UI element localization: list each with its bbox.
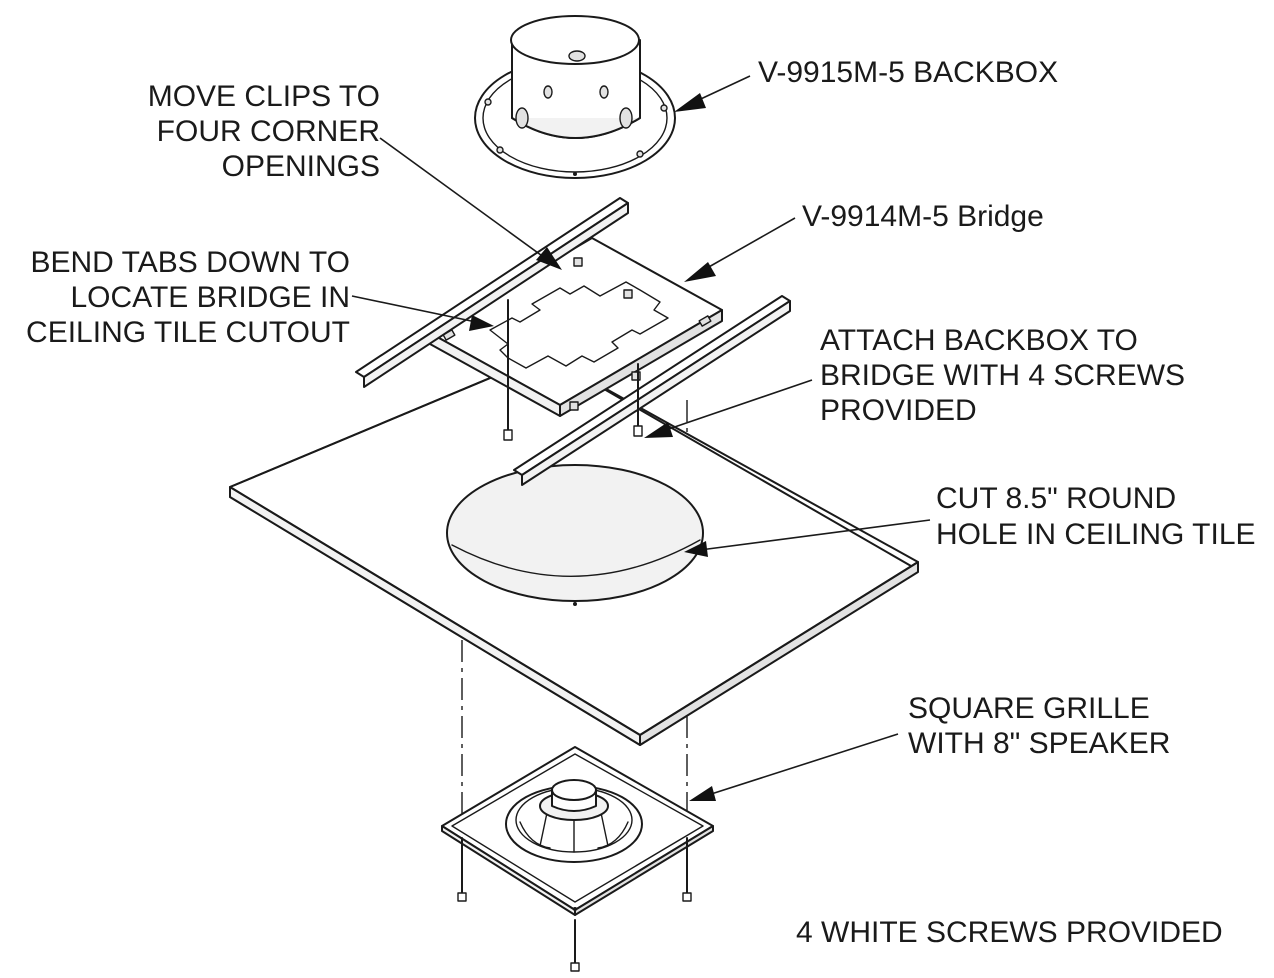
label-move-clips-line-3: OPENINGS xyxy=(222,150,380,183)
label-bend-tabs: BEND TABS DOWN TO LOCATE BRIDGE IN CEILI… xyxy=(26,246,350,349)
label-move-clips-line-2: FOUR CORNER xyxy=(157,115,380,148)
label-bridge: V-9914M-5 Bridge xyxy=(802,200,1044,233)
speaker xyxy=(505,779,643,863)
label-attach-backbox: ATTACH BACKBOX TO BRIDGE WITH 4 SCREWS P… xyxy=(820,324,1185,427)
label-bend-tabs-line-1: BEND TABS DOWN TO xyxy=(31,246,351,279)
label-bend-tabs-line-3: CEILING TILE CUTOUT xyxy=(26,316,350,349)
ceiling-tile xyxy=(229,354,919,746)
bridge-screws xyxy=(503,299,643,441)
label-white-screws-text: 4 WHITE SCREWS PROVIDED xyxy=(796,916,1223,949)
label-move-clips-line-1: MOVE CLIPS TO xyxy=(148,80,380,113)
label-bridge-text: V-9914M-5 Bridge xyxy=(802,200,1044,233)
label-cut-hole-line-1: CUT 8.5" ROUND xyxy=(936,482,1176,515)
label-backbox: V-9915M-5 BACKBOX xyxy=(758,56,1058,89)
label-grille-line-2: WITH 8" SPEAKER xyxy=(908,727,1170,760)
label-move-clips: MOVE CLIPS TO FOUR CORNER OPENINGS xyxy=(148,80,380,183)
label-attach-backbox-line-1: ATTACH BACKBOX TO xyxy=(820,324,1138,357)
label-grille: SQUARE GRILLE WITH 8" SPEAKER xyxy=(908,692,1170,760)
label-backbox-text: V-9915M-5 BACKBOX xyxy=(758,56,1058,89)
label-bend-tabs-line-2: LOCATE BRIDGE IN xyxy=(71,281,351,314)
leader-lines xyxy=(351,75,931,801)
label-grille-line-1: SQUARE GRILLE xyxy=(908,692,1150,725)
label-cut-hole: CUT 8.5" ROUND HOLE IN CEILING TILE xyxy=(936,482,1256,551)
label-attach-backbox-line-2: BRIDGE WITH 4 SCREWS xyxy=(820,359,1185,392)
label-attach-backbox-line-3: PROVIDED xyxy=(820,394,977,427)
bridge xyxy=(355,197,791,486)
label-white-screws: 4 WHITE SCREWS PROVIDED xyxy=(796,916,1223,949)
backbox xyxy=(474,15,676,179)
round-hole xyxy=(446,464,704,602)
label-cut-hole-line-2: HOLE IN CEILING TILE xyxy=(936,518,1256,551)
white-screws xyxy=(457,837,692,972)
